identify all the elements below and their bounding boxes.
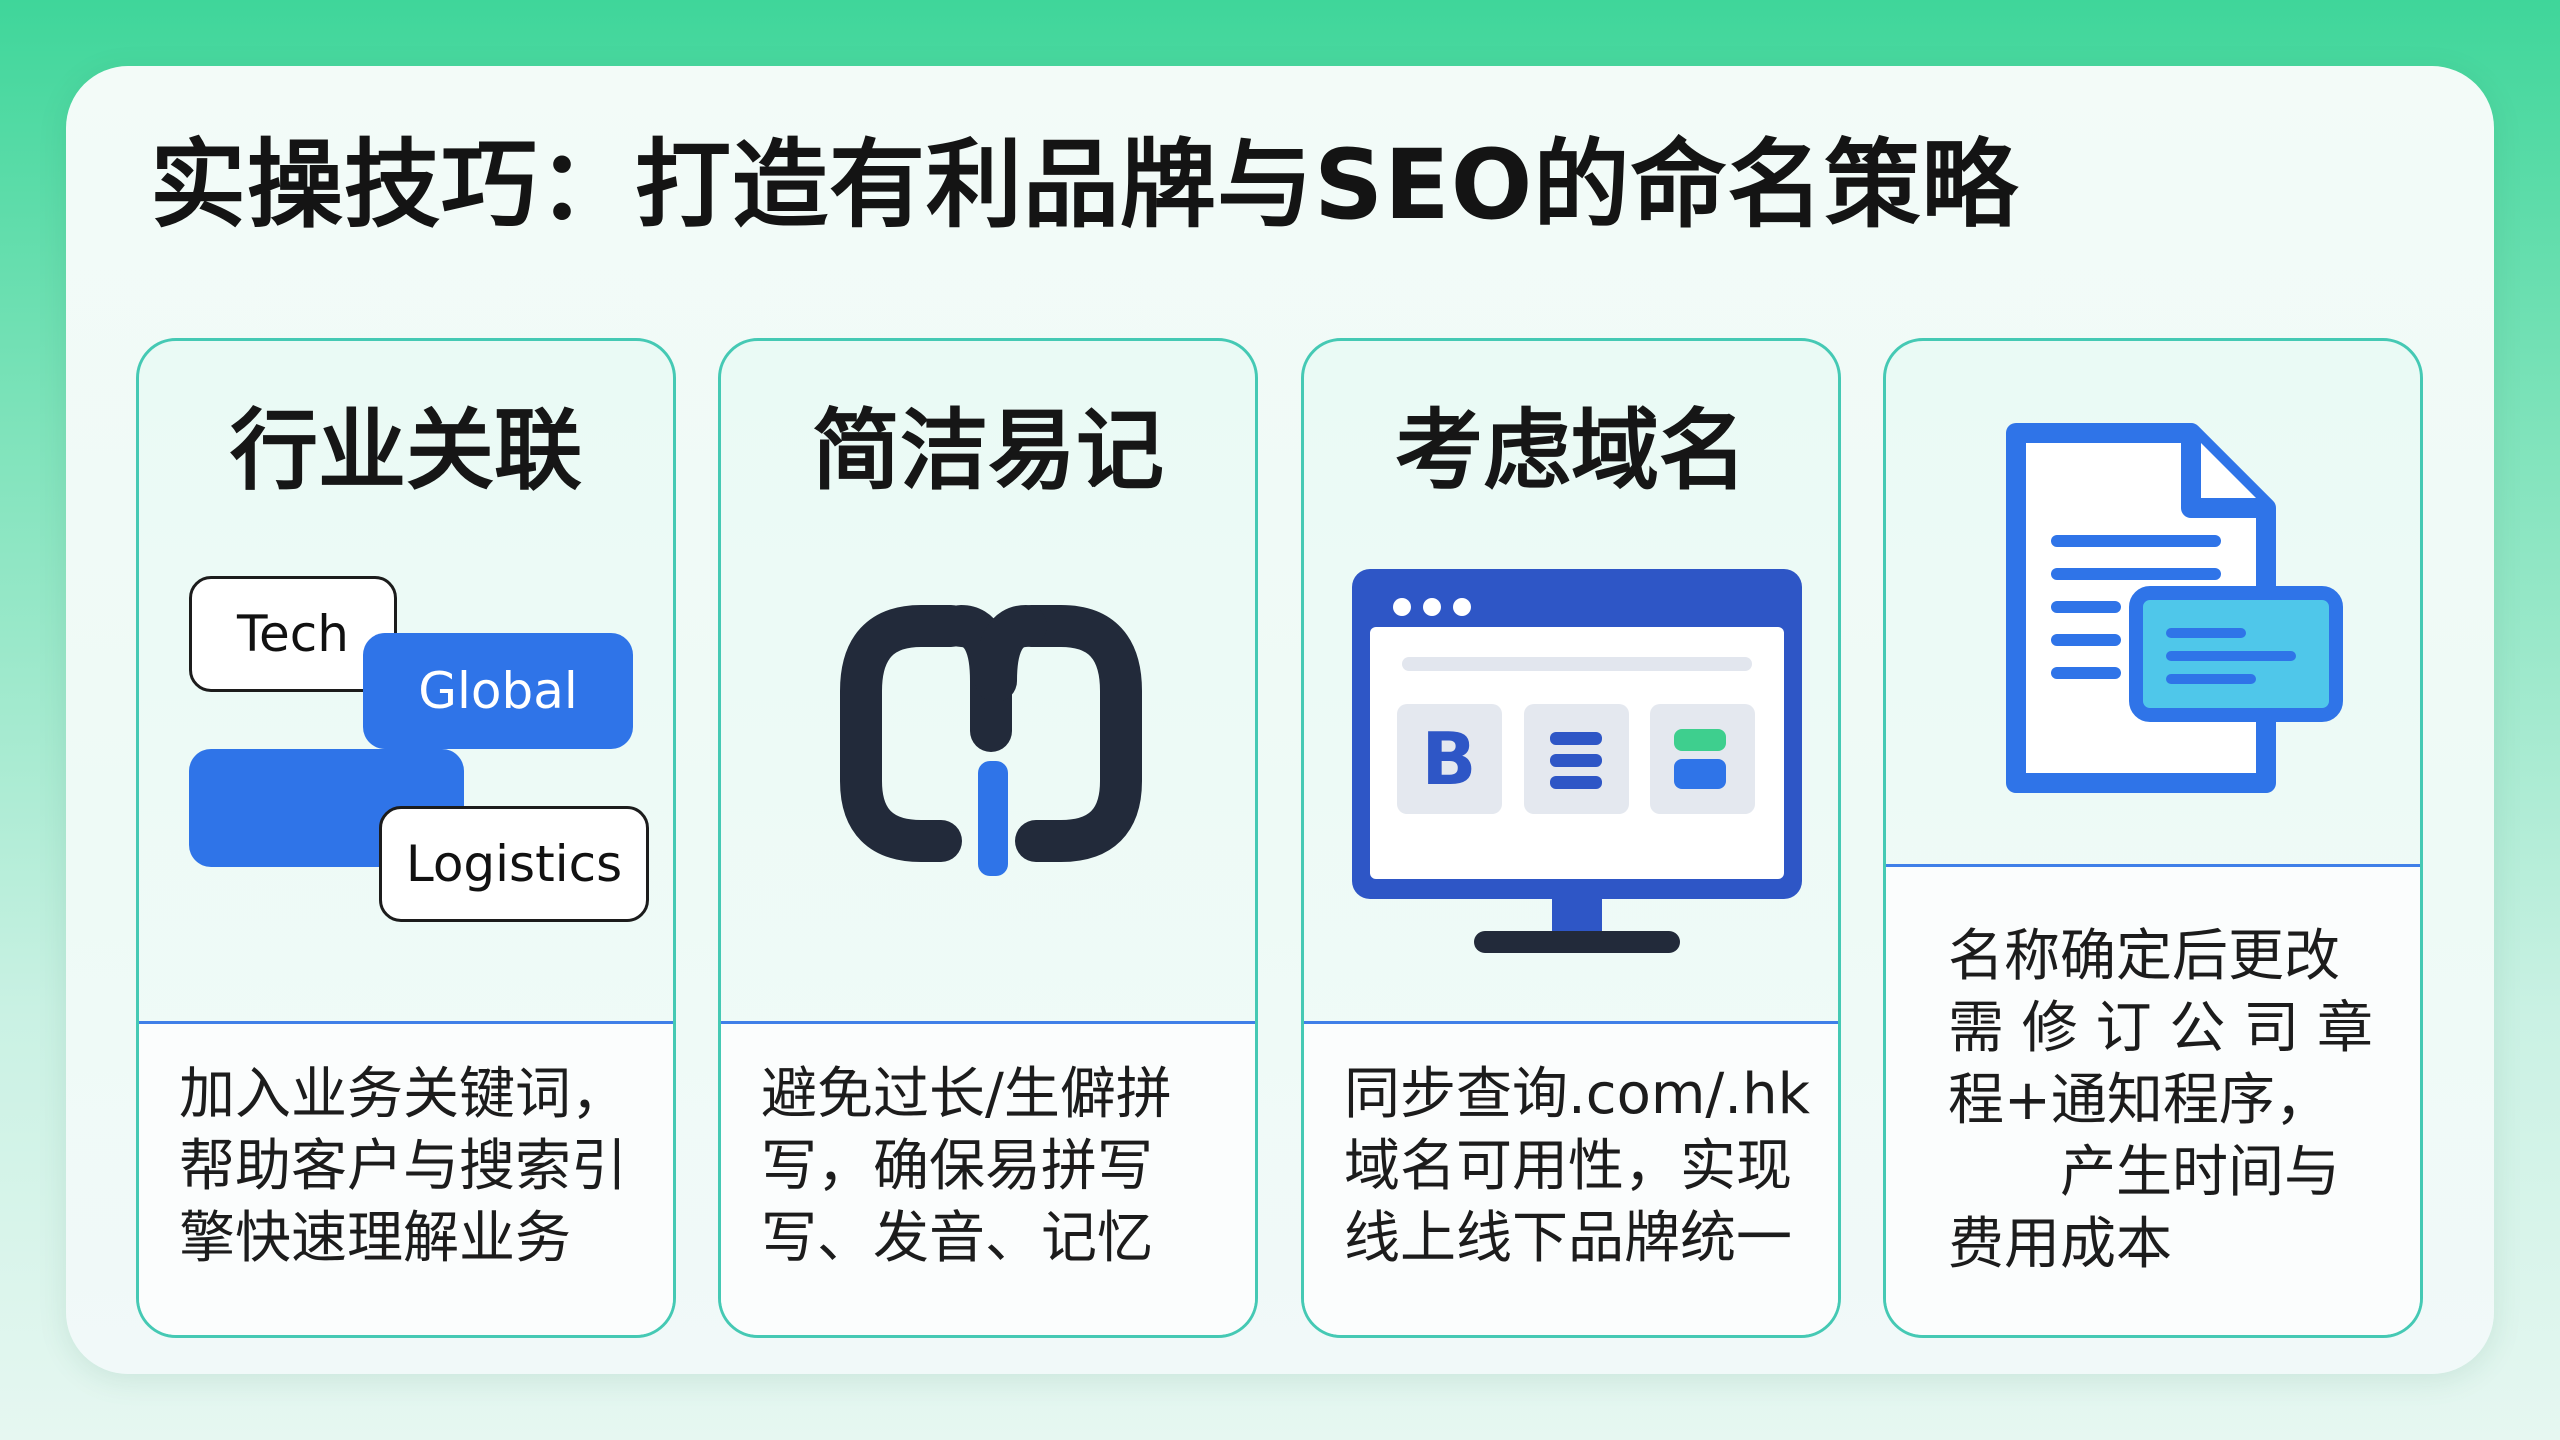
text-line: 程+通知程序， — [1948, 1068, 2331, 1133]
card-industry: 行业关联 Tech Global Logistics 加入业务关键词， 帮助客户… — [136, 338, 676, 1338]
page-title: 实操技巧：打造有利品牌与SEO的命名策略 — [150, 129, 2019, 241]
card-divider — [139, 1021, 673, 1024]
document-icon — [2006, 423, 2343, 793]
card-change-cost: 名称确定后更改 需 修 订 公 司 章 程+通知程序， 产生时间与 费用成本 — [1883, 338, 2423, 1338]
card-lower — [1304, 1023, 1838, 1335]
card-divider — [721, 1021, 1255, 1024]
card-description: 名称确定后更改 需 修 订 公 司 章 程+通知程序， 产生时间与 费用成本 — [1948, 921, 2390, 1281]
tag-global: Global — [363, 633, 633, 749]
card-concise: 简洁易记 避免过长/生僻拼 写，确保易拼写 写、发音、记忆 — [718, 338, 1258, 1338]
card-divider — [1304, 1021, 1838, 1024]
card-lower — [1886, 866, 2420, 1335]
text-line: 同步查询.com/.hk — [1344, 1062, 1810, 1127]
text-line: 加入业务关键词， — [179, 1062, 627, 1127]
card-description: 避免过长/生僻拼 写，确保易拼写 写、发音、记忆 — [761, 1059, 1225, 1275]
card-lower — [721, 1023, 1255, 1335]
text-line: 擎快速理解业务 — [179, 1206, 571, 1271]
tag-logistics: Logistics — [379, 806, 649, 922]
text-line: 写，确保易拼写 — [761, 1134, 1153, 1199]
monitor-domain-icon: B — [1352, 569, 1802, 953]
text-line: 费用成本 — [1948, 1212, 2172, 1277]
text-line: 写、发音、记忆 — [761, 1206, 1153, 1271]
tag-tech: Tech — [189, 576, 397, 692]
card-description: 加入业务关键词， 帮助客户与搜索引 擎快速理解业务 — [179, 1059, 643, 1275]
card-domain: 考虑域名 B 同步查询.com/.hk 域名可用性，实现 线上线下品牌统一 — [1301, 338, 1841, 1338]
text-line: 产生时间与 — [2060, 1140, 2340, 1205]
card-heading: 考虑域名 — [1394, 399, 1747, 502]
card-divider — [1886, 864, 2420, 867]
card-heading: 简洁易记 — [811, 399, 1164, 502]
text-line: 帮助客户与搜索引 — [179, 1134, 627, 1199]
card-lower — [139, 1023, 673, 1335]
card-description: 同步查询.com/.hk 域名可用性，实现 线上线下品牌统一 — [1344, 1059, 1810, 1275]
text-line: 线上线下品牌统一 — [1344, 1206, 1792, 1271]
browser-letter: B — [1422, 717, 1477, 801]
text-line: 避免过长/生僻拼 — [761, 1062, 1172, 1127]
card-heading: 行业关联 — [229, 399, 582, 502]
chain-link-icon — [840, 605, 1142, 876]
text-line: 需 修 订 公 司 章 — [1948, 996, 2374, 1061]
text-line: 名称确定后更改 — [1948, 924, 2340, 989]
text-line: 域名可用性，实现 — [1344, 1134, 1792, 1199]
